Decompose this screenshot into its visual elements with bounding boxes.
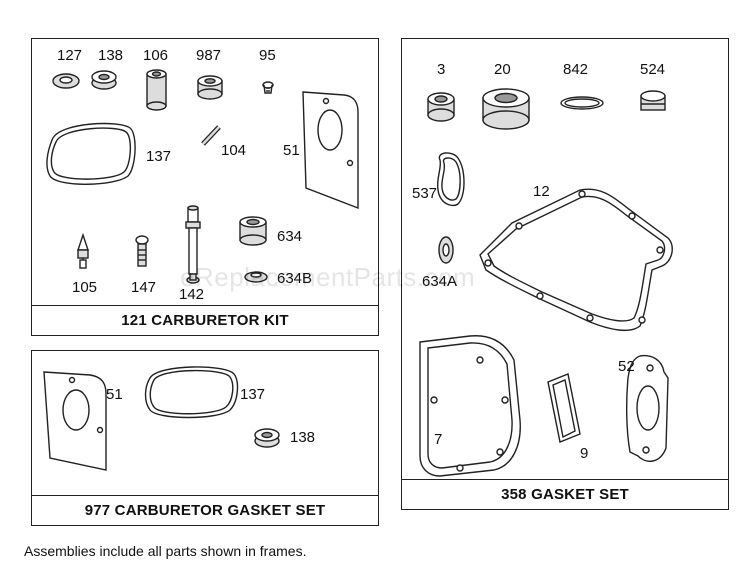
callout-634: 634 [277,228,303,245]
part-138-seal-icon [91,70,117,90]
part-537-ring-icon [436,152,465,207]
part-7-cylinder-head-gasket-icon [419,335,521,477]
callout-524: 524 [640,61,666,78]
gasket-set-frame: 358 GASKET SET [401,38,729,510]
part-20-seal-icon [482,88,530,130]
callout-20: 20 [494,61,511,78]
callout-106: 106 [143,47,169,64]
carburetor-gasket-set-title: 977 CARBURETOR GASKET SET [32,495,378,525]
part-524-plug-icon [640,90,666,111]
watermark-text: eReplacementParts.com [180,262,476,292]
callout-537: 537 [412,185,438,202]
part-104-pin-icon [201,125,221,146]
carburetor-kit-frame: 121 CARBURETOR KIT [31,38,379,336]
callout-104: 104 [221,142,247,159]
part-12-crankcase-gasket-icon [479,188,673,332]
callout-634b: 634B [277,270,313,287]
part-634b-washer-icon [244,271,268,283]
set-51-gasket-icon [43,371,107,471]
assemblies-footnote: Assemblies include all parts shown in fr… [24,543,307,559]
callout-987: 987 [196,47,222,64]
callout-3: 3 [437,61,446,78]
part-3-seal-icon [427,92,455,122]
part-9-gasket-icon [547,373,581,443]
set-138-seal-icon [254,428,280,448]
callout-51: 51 [283,142,300,159]
callout-set-51: 51 [106,386,123,403]
part-95-screw-icon [262,81,274,94]
callout-127: 127 [57,47,83,64]
callout-634a: 634A [422,273,458,290]
part-634-bushing-icon [239,216,267,246]
callout-12: 12 [533,183,550,200]
part-147-screw-icon [135,235,149,267]
part-842-ring-icon [560,96,604,110]
part-105-needle-icon [77,232,89,269]
callout-137: 137 [146,148,172,165]
carburetor-gasket-set-frame: 977 CARBURETOR GASKET SET [31,350,379,526]
callout-105: 105 [72,279,98,296]
callout-147: 147 [131,279,157,296]
callout-142: 142 [179,286,205,303]
part-106-bushing-icon [146,69,167,111]
part-987-spacer-icon [197,75,223,100]
callout-95: 95 [259,47,276,64]
part-137-ring-icon [46,122,136,185]
carburetor-kit-title: 121 CARBURETOR KIT [32,305,378,335]
callout-set-138: 138 [290,429,316,446]
callout-842: 842 [563,61,589,78]
part-52-exhaust-gasket-icon [625,354,669,462]
callout-7: 7 [434,431,443,448]
callout-set-137: 137 [240,386,266,403]
part-51-gasket-icon [302,91,359,210]
set-137-ring-icon [144,366,239,419]
part-127-washer-icon [52,73,80,89]
callout-138: 138 [98,47,124,64]
gasket-set-title: 358 GASKET SET [402,479,728,509]
part-634a-washer-icon [438,236,454,264]
part-142-tube-icon [185,205,201,284]
callout-52: 52 [618,358,635,375]
callout-9: 9 [580,445,589,462]
